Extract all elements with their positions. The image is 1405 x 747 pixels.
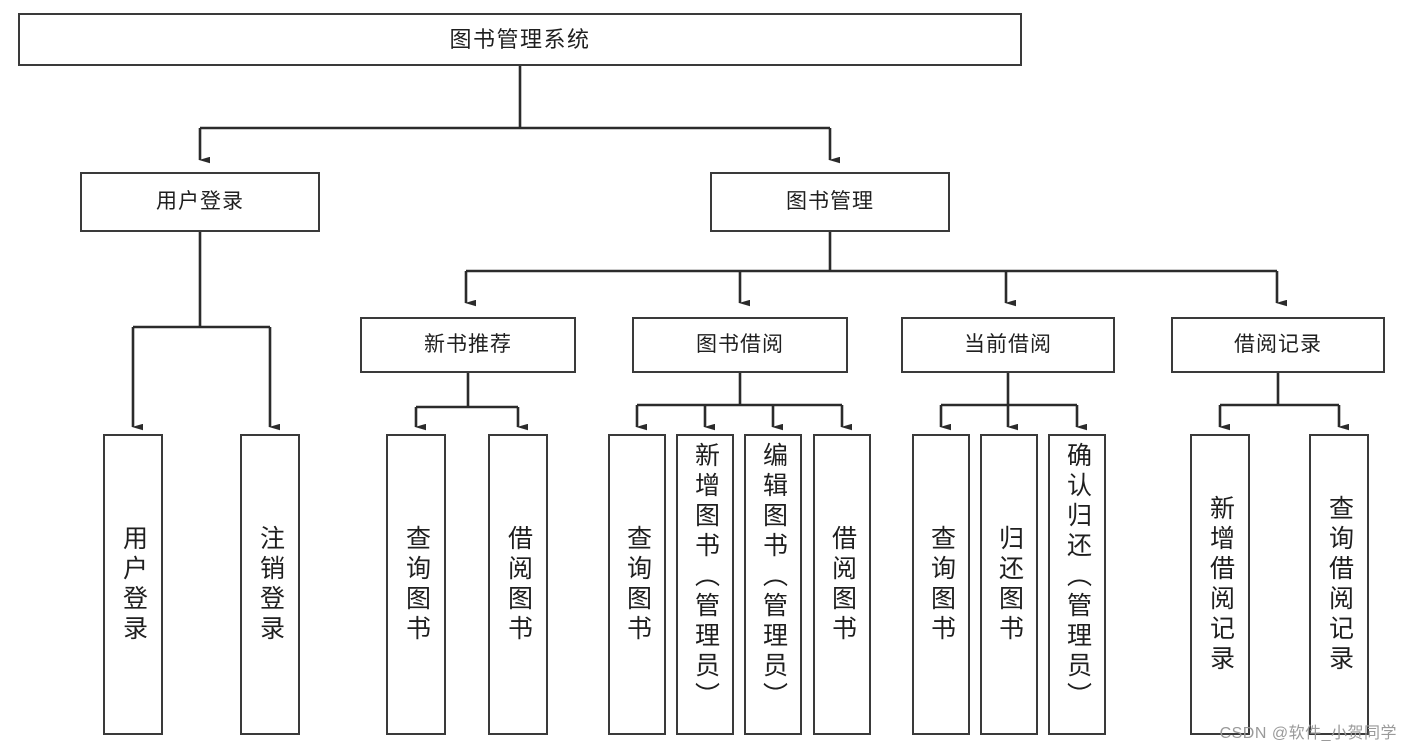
leaf-borrow-book-recommend-label: 借阅图书 [504, 524, 533, 645]
leaf-query-book-borrow-label: 查询图书 [623, 524, 652, 645]
node-borrow-record[interactable]: 借阅记录 [1171, 317, 1385, 373]
leaf-borrow-book-borrow-label: 借阅图书 [828, 524, 857, 645]
leaf-return-book[interactable]: 归还图书 [980, 434, 1038, 735]
leaf-query-borrow-record-label: 查询借阅记录 [1325, 494, 1354, 675]
leaf-query-book-current-label: 查询图书 [927, 524, 956, 645]
leaf-add-book-admin[interactable]: 新增图书（管理员） [676, 434, 734, 735]
leaf-query-borrow-record[interactable]: 查询借阅记录 [1309, 434, 1369, 735]
leaf-query-book-recommend-label: 查询图书 [402, 524, 431, 645]
leaf-user-login[interactable]: 用户登录 [103, 434, 163, 735]
leaf-borrow-book-recommend[interactable]: 借阅图书 [488, 434, 548, 735]
leaf-logout[interactable]: 注销登录 [240, 434, 300, 735]
leaf-add-book-admin-label: 新增图书（管理员） [691, 442, 720, 712]
leaf-add-borrow-record-label: 新增借阅记录 [1206, 494, 1235, 675]
leaf-logout-label: 注销登录 [256, 524, 285, 645]
node-root-label: 图书管理系统 [449, 26, 591, 52]
node-root[interactable]: 图书管理系统 [18, 13, 1022, 66]
leaf-add-borrow-record[interactable]: 新增借阅记录 [1190, 434, 1250, 735]
node-user-login-label: 用户登录 [156, 189, 244, 213]
leaf-edit-book-admin-label: 编辑图书（管理员） [759, 442, 788, 712]
node-user-login[interactable]: 用户登录 [80, 172, 320, 232]
node-book-manage-label: 图书管理 [786, 189, 874, 213]
leaf-query-book-recommend[interactable]: 查询图书 [386, 434, 446, 735]
leaf-return-book-label: 归还图书 [995, 524, 1024, 645]
node-current-borrow-label: 当前借阅 [964, 332, 1052, 356]
leaf-edit-book-admin[interactable]: 编辑图书（管理员） [744, 434, 802, 735]
node-borrow-record-label: 借阅记录 [1234, 332, 1322, 356]
leaf-confirm-return-admin-label: 确认归还（管理员） [1063, 442, 1092, 712]
leaf-borrow-book-borrow[interactable]: 借阅图书 [813, 434, 871, 735]
leaf-confirm-return-admin[interactable]: 确认归还（管理员） [1048, 434, 1106, 735]
node-book-borrow-label: 图书借阅 [696, 332, 784, 356]
leaf-query-book-borrow[interactable]: 查询图书 [608, 434, 666, 735]
node-new-book-recommend[interactable]: 新书推荐 [360, 317, 576, 373]
leaf-query-book-current[interactable]: 查询图书 [912, 434, 970, 735]
node-new-book-recommend-label: 新书推荐 [424, 332, 512, 356]
leaf-user-login-label: 用户登录 [119, 524, 148, 645]
node-book-manage[interactable]: 图书管理 [710, 172, 950, 232]
node-current-borrow[interactable]: 当前借阅 [901, 317, 1115, 373]
node-book-borrow[interactable]: 图书借阅 [632, 317, 848, 373]
